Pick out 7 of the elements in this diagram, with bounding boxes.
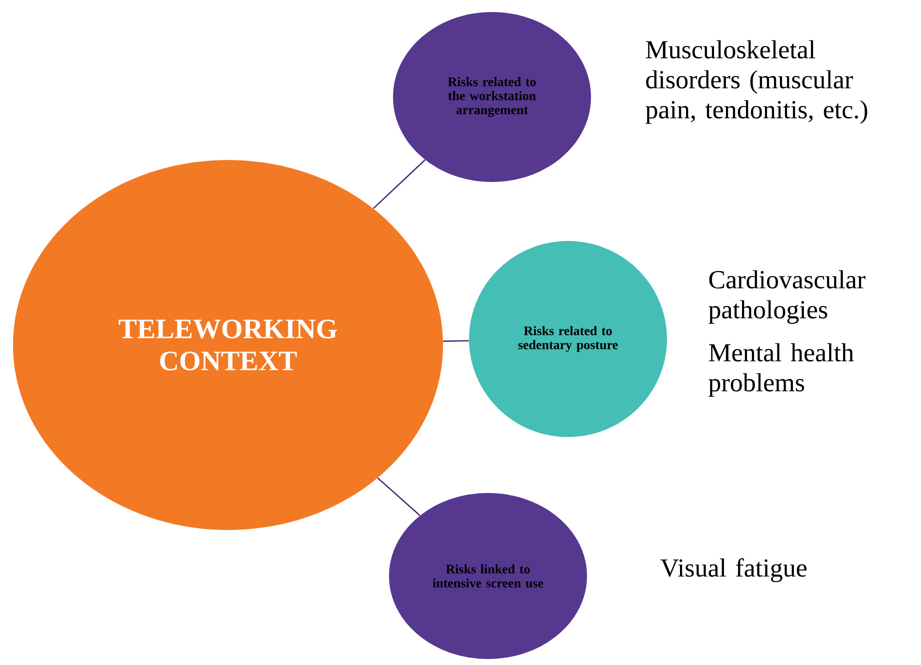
side-note: Cardiovascular pathologies — [708, 270, 866, 324]
side-note: Visual fatigue — [660, 558, 806, 582]
side-note: Mental health problems — [708, 343, 854, 397]
connector-line — [377, 478, 420, 516]
connector-line — [372, 159, 426, 209]
side-note: Musculoskeletal disorders (muscular pain, tendonitis, etc.) — [646, 40, 868, 124]
connector-line — [443, 340, 469, 342]
